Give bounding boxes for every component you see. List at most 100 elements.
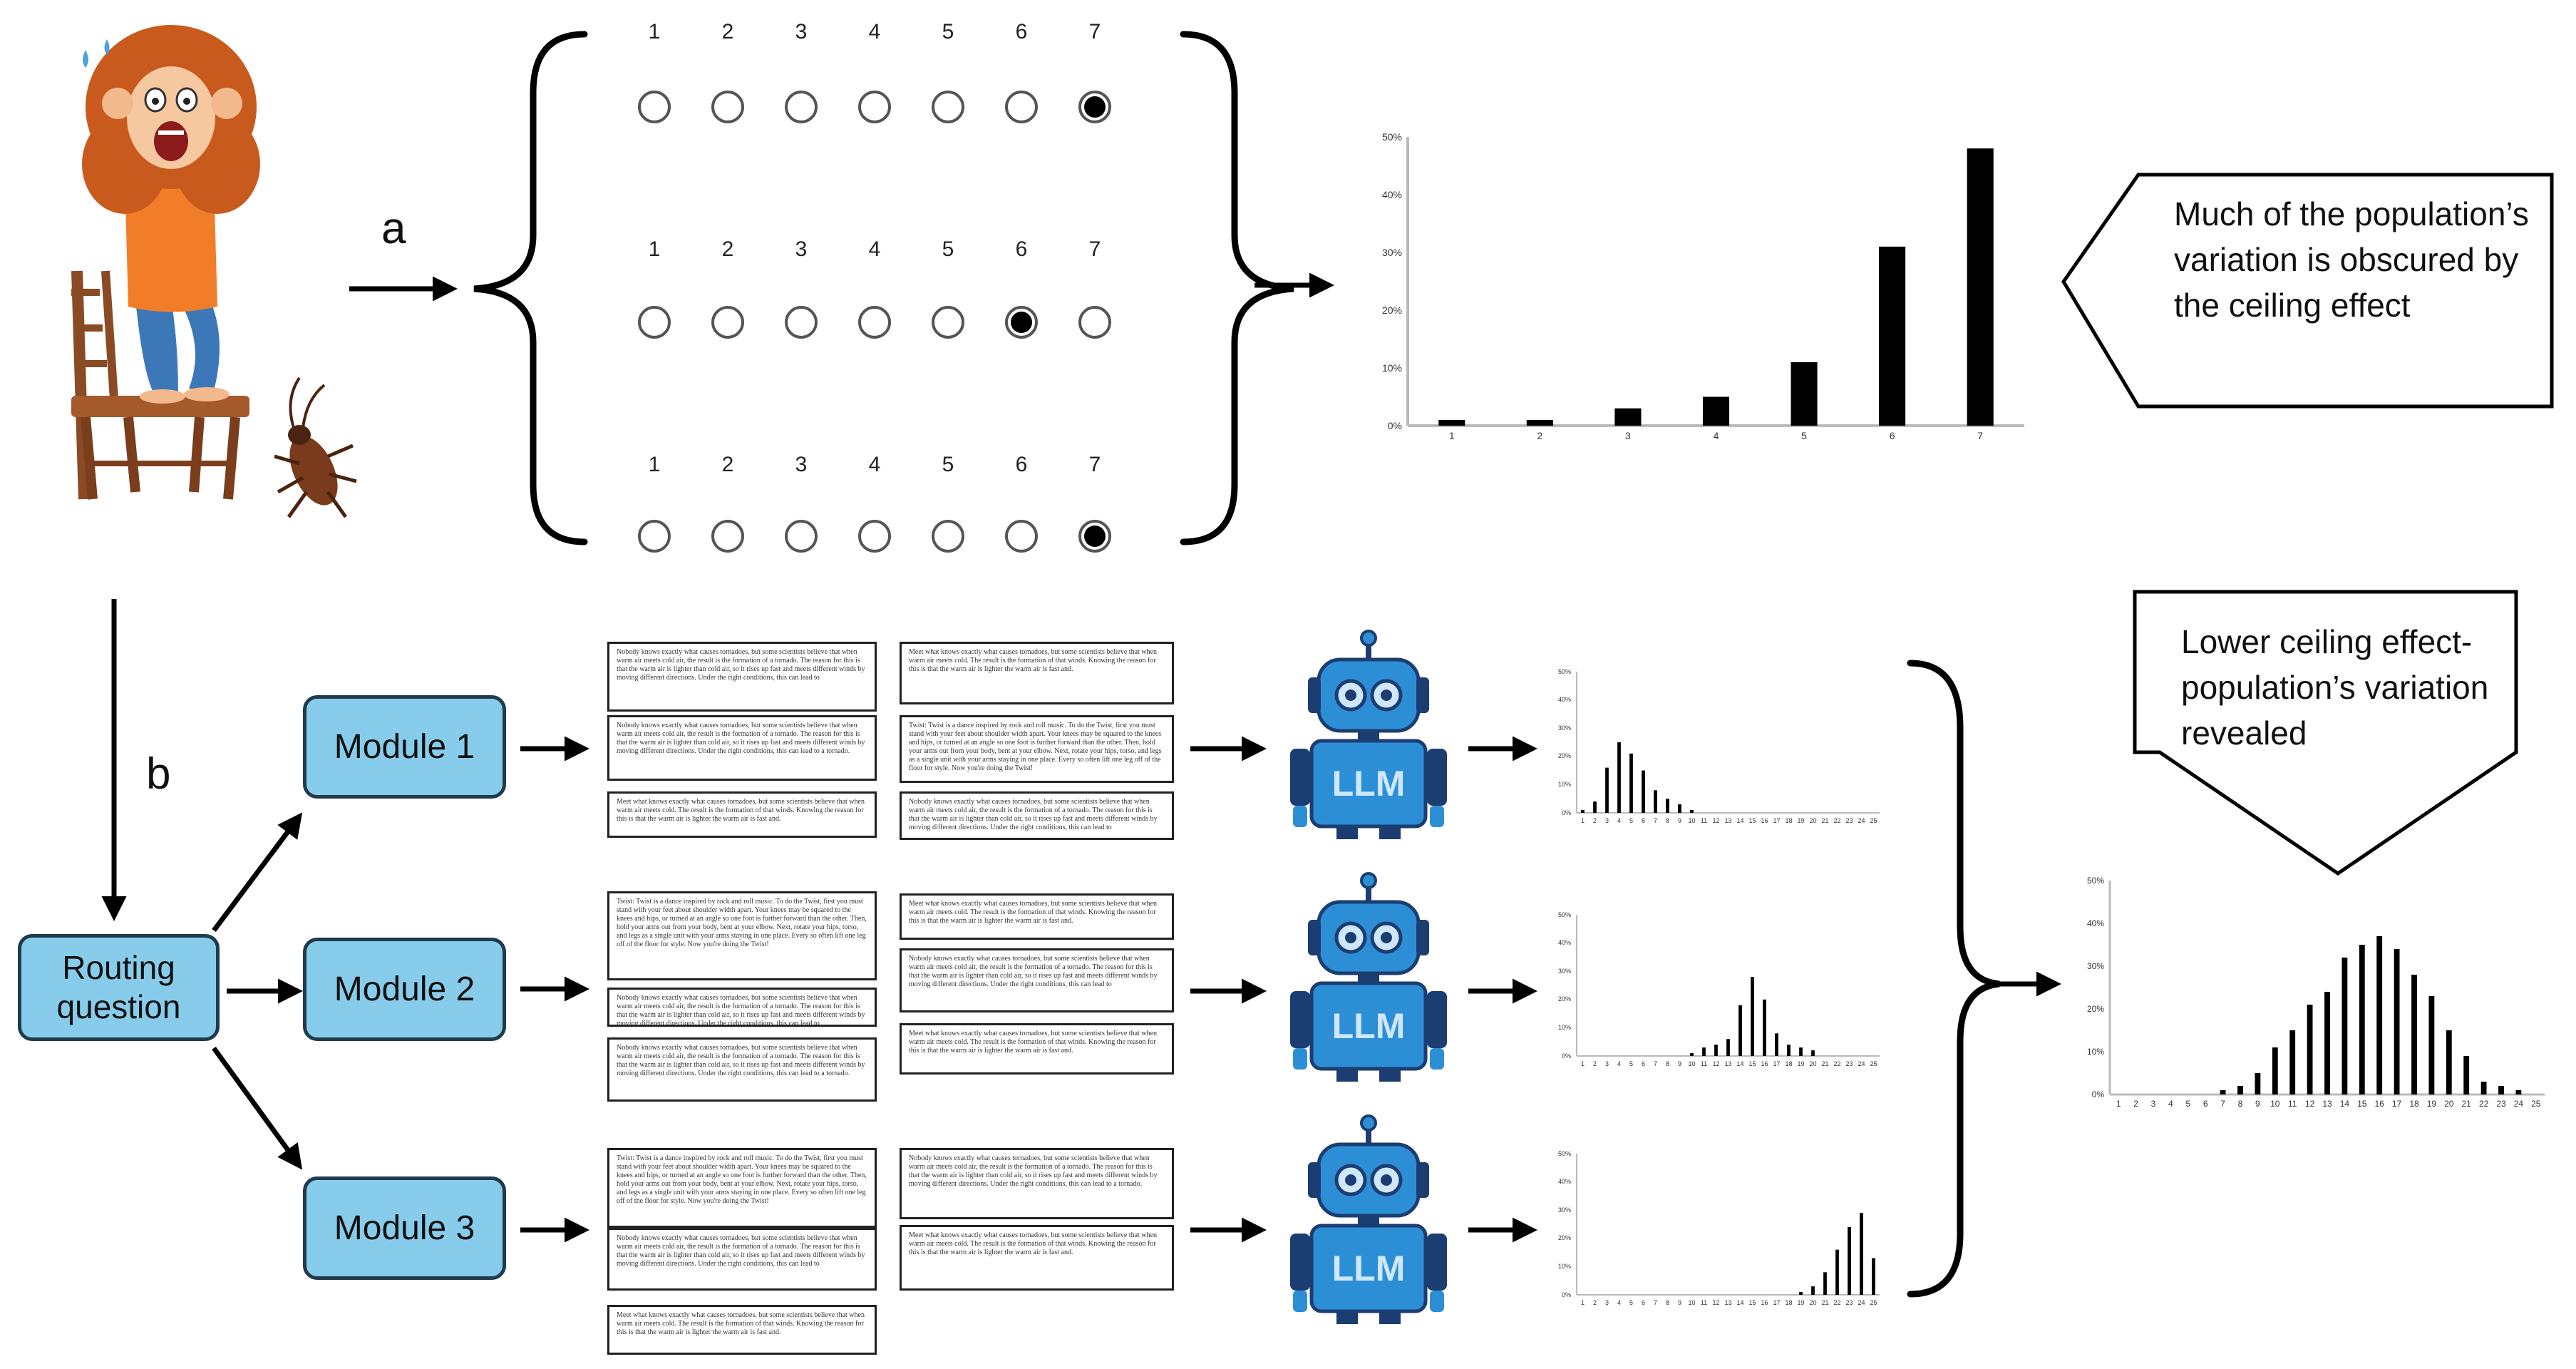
likert-number: 6 xyxy=(1015,237,1028,261)
chart-x-tick-label: 4 xyxy=(1617,817,1622,824)
chart-bar xyxy=(1787,1045,1791,1056)
chart-x-tick-label: 7 xyxy=(1653,817,1658,824)
chart-bar xyxy=(1799,1047,1803,1056)
chart-bar xyxy=(1872,1258,1875,1295)
chart-x-tick-label: 24 xyxy=(1858,1299,1865,1306)
chart-x-tick-label: 21 xyxy=(1821,817,1829,824)
chart-bar xyxy=(1614,408,1642,426)
cockroach-icon xyxy=(274,376,357,518)
likert-rows xyxy=(638,91,1111,553)
chart-x-tick-label: 19 xyxy=(2426,1099,2437,1109)
robot-icon xyxy=(1290,630,1447,839)
document-snippet: Nobody knows exactly what causes tornado… xyxy=(900,1148,1174,1219)
chart-bar xyxy=(1714,1045,1718,1056)
robot-icon xyxy=(1290,1114,1447,1324)
chart-x-tick-label: 1 xyxy=(1448,430,1455,441)
chart-x-tick-label: 10 xyxy=(2270,1099,2280,1109)
chart-x-tick-label: 13 xyxy=(1724,1299,1732,1306)
chart-bar xyxy=(2376,936,2383,1094)
callout-bottom-shape xyxy=(2133,590,2518,876)
document-snippet: Twist: Twist is a dance inspired by rock… xyxy=(607,891,877,980)
chart-bar xyxy=(1967,148,1994,426)
likert-option-circle xyxy=(1005,91,1038,123)
likert-option-circle xyxy=(785,520,818,553)
likert-option-circle xyxy=(785,306,818,339)
likert-option-circle xyxy=(638,520,671,553)
document-snippet: Nobody knows exactly what causes tornado… xyxy=(607,715,877,781)
chart-x-tick-label: 14 xyxy=(1736,817,1744,824)
chart-bar xyxy=(2324,992,2330,1094)
chart-y-tick-label: 50% xyxy=(1557,1149,1571,1157)
bar-chart-1 xyxy=(1406,137,2024,427)
chart-bar xyxy=(1666,799,1669,813)
likert-option-circle xyxy=(1078,306,1111,339)
module-2-box: Module 2 xyxy=(303,938,506,1041)
chart-x-tick-label: 24 xyxy=(2513,1099,2524,1109)
chart-x-tick-label: 22 xyxy=(1833,817,1841,824)
chart-y-tick-label: 10% xyxy=(1381,362,1402,374)
chart-x-tick-label: 12 xyxy=(2304,1099,2315,1109)
chart-x-tick-label: 12 xyxy=(1712,1299,1720,1306)
chart-bar xyxy=(1738,1005,1742,1056)
robot-icon xyxy=(1290,872,1447,1082)
likert-number: 5 xyxy=(942,20,954,43)
llm-label: LLM xyxy=(1331,1006,1406,1046)
document-snippet: Meet what knows exactly what causes torn… xyxy=(607,791,877,838)
chart-bar xyxy=(2341,958,2348,1094)
module-1-box: Module 1 xyxy=(303,695,506,799)
chart-x-tick-label: 4 xyxy=(1617,1060,1622,1067)
chart-x-tick-label: 14 xyxy=(2339,1099,2350,1109)
document-snippet: Meet what knows exactly what causes torn… xyxy=(900,642,1174,704)
chart-x-tick-label: 8 xyxy=(1665,1299,1670,1306)
chart-bar xyxy=(1860,1213,1863,1295)
document-snippet: Twist: Twist is a dance inspired by rock… xyxy=(607,1148,877,1228)
document-snippet: Meet what knows exactly what causes torn… xyxy=(900,1225,1174,1291)
chart-x-tick-label: 17 xyxy=(1773,817,1781,824)
likert-number: 3 xyxy=(795,237,808,261)
likert-option-circle xyxy=(858,91,891,123)
chart-y-tick-label: 10% xyxy=(1557,781,1571,788)
chart-bar xyxy=(1581,810,1585,813)
chart-x-tick-label: 9 xyxy=(1677,1299,1682,1306)
chart-x-tick-label: 20 xyxy=(2444,1099,2454,1109)
chart-x-tick-label: 1 xyxy=(1580,817,1585,824)
chart-x-tick-label: 23 xyxy=(1845,817,1853,824)
chart-y-tick-label: 40% xyxy=(1557,696,1571,704)
likert-number: 6 xyxy=(1015,453,1028,476)
chart-x-tick-label: 25 xyxy=(1870,1060,1877,1067)
chart-x-tick-label: 11 xyxy=(1700,1299,1708,1306)
likert-number: 7 xyxy=(1088,20,1101,43)
likert-number: 1 xyxy=(648,20,661,43)
chart-x-tick-label: 24 xyxy=(1858,1060,1865,1067)
chart-bar xyxy=(1726,1039,1730,1056)
likert-option-circle xyxy=(932,306,964,339)
likert-option-circle xyxy=(858,520,891,553)
chart-x-tick-label: 2 xyxy=(1592,1060,1597,1067)
likert-option-circle xyxy=(711,306,744,339)
chart-bar xyxy=(1811,1050,1815,1056)
document-snippet: Nobody knows exactly what causes tornado… xyxy=(607,988,877,1027)
bar-chart-5 xyxy=(2108,881,2545,1096)
chart-x-tick-label: 5 xyxy=(1801,430,1807,441)
document-snippet: Nobody knows exactly what causes tornado… xyxy=(607,642,877,712)
chart-y-tick-label: 20% xyxy=(1381,304,1402,316)
chart-x-tick-label: 4 xyxy=(1713,430,1719,441)
callout-top-text: Much of the population’s variation is ob… xyxy=(2174,195,2529,324)
chart-bar xyxy=(2480,1082,2487,1094)
chart-x-tick-label: 23 xyxy=(2496,1099,2506,1109)
chart-bar xyxy=(1848,1226,1851,1295)
chart-x-tick-label: 5 xyxy=(1629,1299,1634,1306)
chart-y-tick-label: 20% xyxy=(1557,995,1571,1003)
chart-x-tick-label: 21 xyxy=(2461,1099,2471,1109)
chart-x-tick-label: 22 xyxy=(1833,1060,1841,1067)
bar-chart-2 xyxy=(1576,672,1880,814)
module-3-box: Module 3 xyxy=(303,1176,506,1280)
chart-x-tick-label: 18 xyxy=(1785,817,1793,824)
chart-bar xyxy=(1593,801,1597,813)
chart-bar xyxy=(1629,753,1633,813)
likert-option-circle xyxy=(638,91,671,123)
likert-number: 2 xyxy=(721,20,734,43)
left-brace-top xyxy=(473,31,588,545)
robots-layer xyxy=(1290,630,1447,1324)
